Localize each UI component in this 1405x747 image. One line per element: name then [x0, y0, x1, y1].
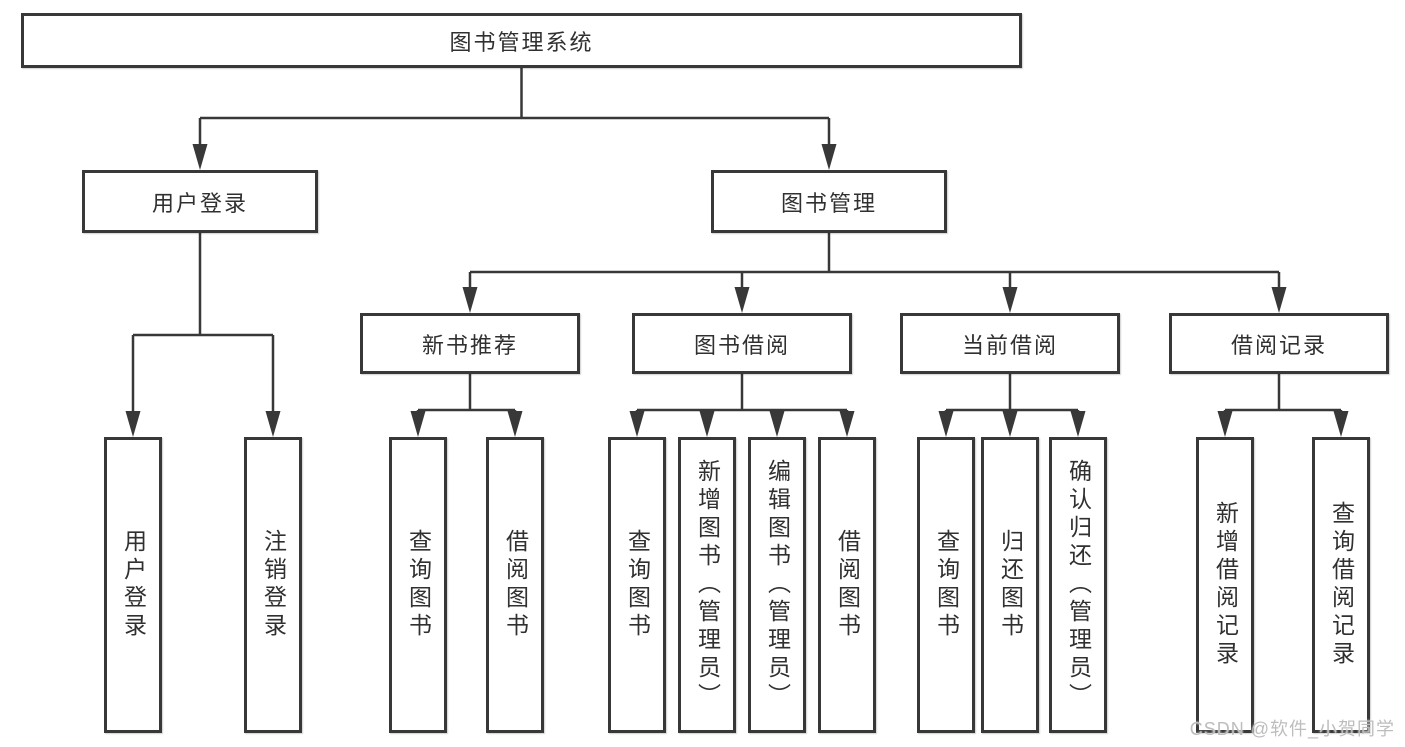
node-new-book-recommend: 新书推荐: [360, 313, 580, 374]
leaf-label: 查询借阅记录: [1328, 501, 1355, 669]
leaf-confirm-return-admin: 确认归还（管理员）: [1049, 437, 1107, 733]
node-user-login-module: 用户登录: [82, 170, 318, 233]
leaf-label: 查询图书: [405, 529, 432, 641]
leaf-label: 归还图书: [997, 529, 1024, 641]
node-label: 新书推荐: [421, 332, 518, 358]
leaf-logout: 注销登录: [244, 437, 302, 733]
leaf-query-borrow-record: 查询借阅记录: [1312, 437, 1370, 733]
leaf-label: 借阅图书: [502, 529, 529, 641]
node-root-library-system: 图书管理系统: [21, 13, 1022, 68]
node-book-management-module: 图书管理: [711, 170, 947, 233]
leaf-label: 查询图书: [624, 529, 651, 641]
csdn-watermark: CSDN @软件_小贺同学: [1189, 719, 1395, 739]
node-borrow-records: 借阅记录: [1169, 313, 1389, 374]
node-label: 借阅记录: [1230, 332, 1327, 358]
leaf-query-books-current: 查询图书: [917, 437, 975, 733]
node-label: 图书借阅: [693, 332, 790, 358]
node-label: 图书管理: [780, 190, 877, 216]
leaf-query-books-recommend: 查询图书: [389, 437, 447, 733]
node-label: 用户登录: [151, 190, 248, 216]
node-book-borrow: 图书借阅: [632, 313, 852, 374]
leaf-label: 借阅图书: [834, 529, 861, 641]
node-current-borrow: 当前借阅: [900, 313, 1120, 374]
leaf-edit-book-admin: 编辑图书（管理员）: [748, 437, 806, 733]
leaf-add-book-admin: 新增图书（管理员）: [678, 437, 736, 733]
leaf-label: 用户登录: [120, 529, 147, 641]
leaf-borrow-books: 借阅图书: [818, 437, 876, 733]
leaf-return-book: 归还图书: [981, 437, 1039, 733]
leaf-add-borrow-record: 新增借阅记录: [1196, 437, 1254, 733]
leaf-user-login: 用户登录: [104, 437, 162, 733]
node-root-label: 图书管理系统: [449, 29, 594, 55]
leaf-borrow-books-recommend: 借阅图书: [486, 437, 544, 733]
leaf-label: 新增图书（管理员）: [694, 459, 721, 711]
leaf-label: 新增借阅记录: [1212, 501, 1239, 669]
leaf-label: 注销登录: [260, 529, 287, 641]
leaf-label: 查询图书: [933, 529, 960, 641]
leaf-label: 编辑图书（管理员）: [764, 459, 791, 711]
leaf-label: 确认归还（管理员）: [1065, 459, 1092, 711]
node-label: 当前借阅: [961, 332, 1058, 358]
leaf-query-books-borrow: 查询图书: [608, 437, 666, 733]
